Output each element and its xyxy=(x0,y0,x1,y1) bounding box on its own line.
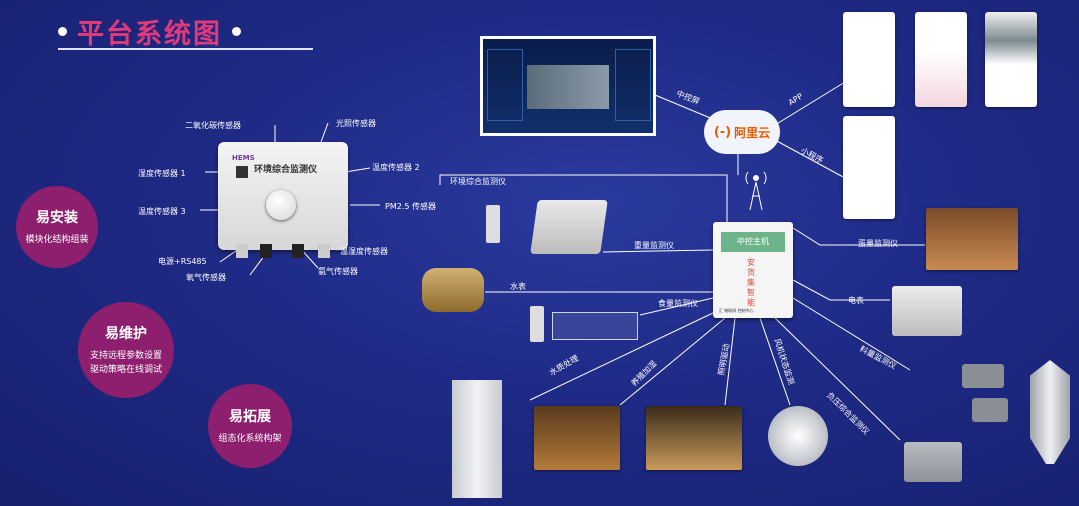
controller-name: 中控主机 xyxy=(721,232,785,252)
feed-level-sensor xyxy=(962,364,1004,388)
central-controller: 中控主机 安 货 集 智 能 汇 物联网 控制中心 xyxy=(713,222,793,318)
label-egg-monitor: 蛋量监测仪 xyxy=(858,239,898,248)
label-light-sensor: 光照传感器 xyxy=(336,119,376,128)
feed-tray xyxy=(552,312,638,340)
feature-heading: 易维护 xyxy=(105,326,147,342)
controller-brand-char: 货 xyxy=(747,268,755,277)
feed-level-sensor xyxy=(972,398,1008,422)
app-screenshot xyxy=(843,12,895,107)
feature-circle-maintain: 易维护 支持远程参数设置 驱动策略在线调试 xyxy=(78,302,174,398)
label-feed-weight: 食量监测仪 xyxy=(658,299,698,308)
feed-silo xyxy=(1030,360,1070,464)
electric-meter xyxy=(892,286,962,336)
feature-text: 组态化系统构架 xyxy=(218,434,282,444)
feature-circle-expand: 易拓展 组态化系统构架 xyxy=(208,384,292,468)
label-env-monitor: 环境综合监测仪 xyxy=(450,177,506,186)
aliyun-cloud: (-) 阿里云 xyxy=(704,110,780,154)
light-sensor-dome xyxy=(266,190,296,220)
device-brand: HEMS xyxy=(232,154,255,162)
label-power-rs485: 电源+RS485 xyxy=(158,257,207,266)
exhaust-fan xyxy=(768,406,828,466)
label-humidity-sensor: 湿度传感器 1 xyxy=(138,169,186,178)
cloud-name: 阿里云 xyxy=(734,125,771,140)
label-co2-sensor: 二氧化碳传感器 xyxy=(185,121,241,130)
connector-icon xyxy=(292,244,304,258)
label-water-meter: 水表 xyxy=(510,282,526,291)
label-weight: 重量监测仪 xyxy=(634,241,674,250)
label-meter: 电表 xyxy=(848,296,864,305)
controller-brand-char: 智 xyxy=(747,288,755,297)
connector-icon xyxy=(318,244,330,258)
label-ammonia-sensor: 氨气传感器 xyxy=(318,267,358,276)
label-temp-sensor-3: 温度传感器 3 xyxy=(138,207,186,216)
feature-text: 支持远程参数设置 xyxy=(89,351,162,361)
weighing-scale xyxy=(530,200,608,254)
label-pm25-sensor: PM2.5 传感器 xyxy=(385,202,436,211)
controller-brand-char: 集 xyxy=(747,278,755,287)
app-screenshot xyxy=(915,12,967,107)
connector-icon xyxy=(236,244,248,258)
feed-weight-sensor xyxy=(530,306,544,342)
controller-footer: 汇 物联网 控制中心 xyxy=(719,308,754,313)
negative-pressure-monitor xyxy=(904,442,962,482)
title-underline xyxy=(58,48,313,50)
poultry-feeding-photo xyxy=(534,406,620,470)
dashboard-panel xyxy=(615,49,651,121)
qr-code-icon xyxy=(236,166,248,178)
bullet-dot xyxy=(232,27,241,36)
poultry-house-photo xyxy=(646,406,742,470)
controller-brand-char: 安 xyxy=(747,258,755,267)
egg-conveyor-photo xyxy=(926,208,1018,270)
label-temp-sensor-2: 温度传感器 2 xyxy=(372,163,420,172)
dashboard-panel xyxy=(487,49,523,121)
page-title-text: 平台系统图 xyxy=(77,19,222,50)
connector-icon xyxy=(260,244,272,258)
env-monitor-device: HEMS 环境综合监测仪 xyxy=(218,142,348,258)
feature-heading: 易拓展 xyxy=(229,409,271,425)
feature-circle-install: 易安装 模块化结构组装 xyxy=(16,186,98,268)
weight-sensor-module xyxy=(486,205,500,243)
water-meter-device xyxy=(422,268,484,312)
bullet-dot xyxy=(58,27,67,36)
label-oxygen-sensor: 氧气传感器 xyxy=(186,273,226,282)
feature-text: 驱动策略在线调试 xyxy=(89,365,162,375)
label-temp-humidity-sensor: 温湿度传感器 xyxy=(340,247,388,256)
mini-program-screenshot xyxy=(843,116,895,219)
antenna-icon xyxy=(744,170,768,212)
feature-text: 模块化结构组装 xyxy=(25,235,89,245)
controller-brand: 安 货 集 智 能 xyxy=(747,258,761,308)
dashboard-video xyxy=(527,65,609,109)
device-name: 环境综合监测仪 xyxy=(254,165,318,175)
page-title: 平台系统图 xyxy=(58,12,241,51)
feature-heading: 易安装 xyxy=(36,210,78,226)
dashboard-screen xyxy=(480,36,656,136)
app-screenshot xyxy=(985,12,1037,107)
aliyun-logo-icon: (-) xyxy=(713,124,732,140)
controller-brand-char: 能 xyxy=(747,298,755,307)
water-treatment-unit xyxy=(452,380,502,498)
